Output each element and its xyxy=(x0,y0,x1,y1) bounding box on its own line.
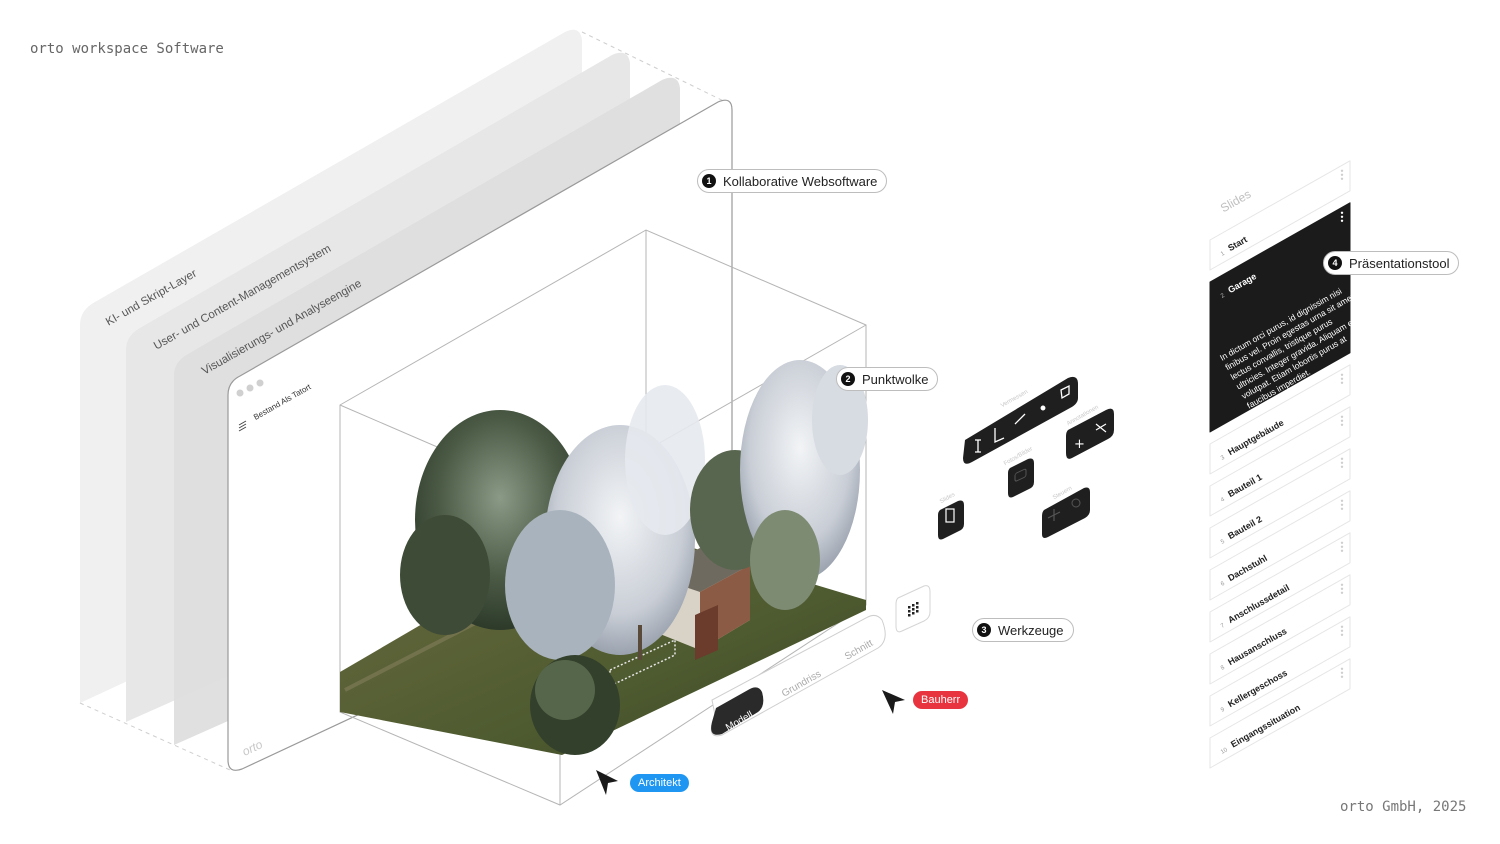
grid-icon xyxy=(908,602,919,617)
slide-card[interactable] xyxy=(1209,574,1351,685)
more-icon[interactable] xyxy=(1340,625,1344,636)
callout-number: 3 xyxy=(977,623,991,637)
more-icon[interactable] xyxy=(1340,541,1344,552)
menu-icon[interactable] xyxy=(238,420,247,432)
slide-card[interactable] xyxy=(1209,448,1351,559)
more-icon[interactable] xyxy=(1340,373,1344,384)
slide-icon xyxy=(945,508,955,523)
bauherr-cursor-icon xyxy=(882,690,905,714)
tab-modell-bg[interactable] xyxy=(711,687,764,735)
callout-number: 4 xyxy=(1328,256,1342,270)
callout-number: 2 xyxy=(841,372,855,386)
orbit-icon xyxy=(1071,498,1081,508)
move-icon xyxy=(1047,509,1061,521)
photo-toolbar[interactable] xyxy=(1008,458,1034,498)
window-dots xyxy=(236,379,264,397)
callout-label: Kollaborative Websoftware xyxy=(723,173,878,189)
more-icon[interactable] xyxy=(1340,583,1344,594)
more-icon[interactable] xyxy=(1340,499,1344,510)
plus-icon: + xyxy=(1074,437,1085,452)
slide-card[interactable] xyxy=(1209,490,1351,601)
tool-panels: + xyxy=(938,376,1114,540)
more-icon[interactable] xyxy=(1340,667,1344,678)
slides-panel xyxy=(1209,160,1351,769)
camera-icon xyxy=(1014,468,1027,482)
trash-icon xyxy=(1060,384,1070,400)
callout-punktwolke: 2 Punktwolke xyxy=(836,367,939,391)
more-icon[interactable] xyxy=(1340,211,1344,222)
callout-label: Werkzeuge xyxy=(998,622,1064,638)
slide-card[interactable] xyxy=(1209,616,1351,727)
slide-card[interactable] xyxy=(1209,202,1351,433)
hide-icon xyxy=(1095,423,1107,433)
control-toolbar[interactable] xyxy=(1042,487,1090,539)
page-title: orto workspace Software xyxy=(30,41,224,57)
user-tag-bauherr: Bauherr xyxy=(913,691,969,709)
footer-credit: orto GmbH, 2025 xyxy=(1340,799,1467,815)
angle-measure-icon xyxy=(994,428,1005,444)
callout-websoftware: 1 Kollaborative Websoftware xyxy=(697,169,888,193)
callout-werkzeuge: 3 Werkzeuge xyxy=(972,618,1074,642)
slide-card[interactable] xyxy=(1209,364,1351,475)
slide-card[interactable] xyxy=(1209,406,1351,517)
slide-card[interactable] xyxy=(1209,160,1351,271)
point-cloud xyxy=(340,360,868,755)
more-icon[interactable] xyxy=(1340,457,1344,468)
height-measure-icon xyxy=(975,439,981,453)
callout-number: 1 xyxy=(702,174,716,188)
slide-card[interactable] xyxy=(1209,658,1351,769)
slides-toolbar[interactable] xyxy=(938,500,964,540)
distance-measure-icon xyxy=(1014,413,1026,425)
architekt-cursor-icon xyxy=(596,770,618,795)
callout-label: Punktwolke xyxy=(862,371,929,387)
slide-card[interactable] xyxy=(1209,532,1351,643)
more-icon[interactable] xyxy=(1340,415,1344,426)
point-measure-icon xyxy=(1040,405,1046,411)
callout-praesentation: 4 Präsentationstool xyxy=(1323,251,1460,275)
more-icon[interactable] xyxy=(1340,169,1344,180)
callout-label: Präsentationstool xyxy=(1349,255,1450,271)
user-tag-architekt: Architekt xyxy=(630,774,689,792)
measure-toolbar[interactable] xyxy=(963,376,1078,464)
annotate-toolbar[interactable] xyxy=(1066,408,1114,459)
